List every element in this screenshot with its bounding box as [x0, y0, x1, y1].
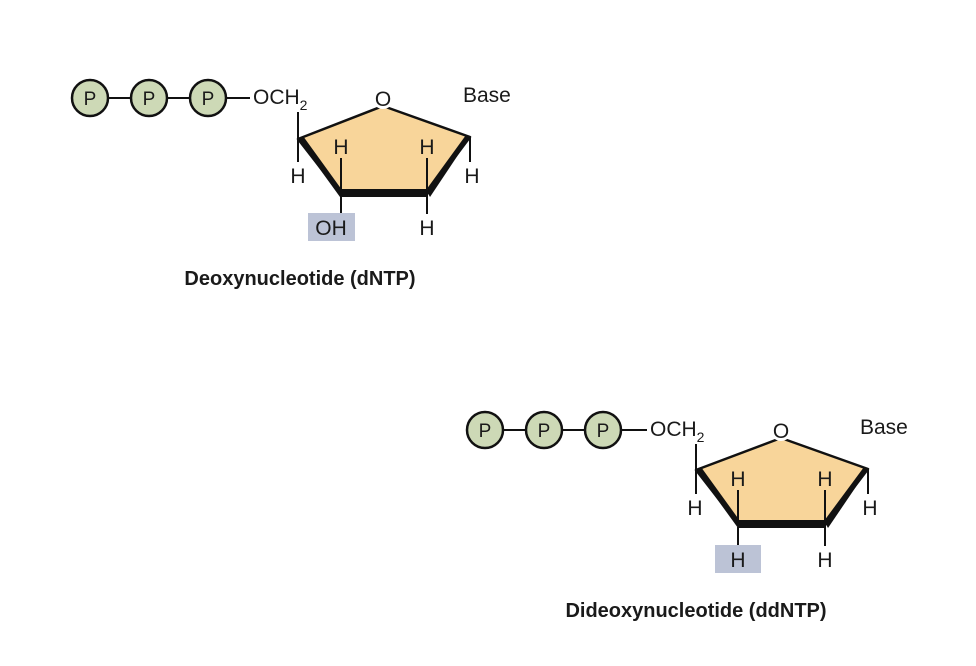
dntp-molecule: P P P OCH2 O Base H H H: [70, 78, 511, 290]
ddntp-phosphate-3-label: P: [597, 421, 610, 442]
dntp-c4-h: H: [290, 165, 305, 188]
dntp-phosphate-3-label: P: [202, 89, 215, 110]
ddntp-c4-h: H: [687, 497, 702, 520]
dntp-caption: Deoxynucleotide (dNTP): [184, 268, 415, 290]
dntp-c3-up-h: H: [333, 136, 348, 159]
dntp-phosphate-2: P: [129, 78, 169, 118]
dntp-oh-highlight: [308, 213, 355, 241]
ddntp-phosphate-1: P: [465, 410, 505, 450]
ddntp-sugar-ring: [694, 436, 870, 526]
ddntp-phosphate-2-label: P: [538, 421, 551, 442]
dntp-c1-h: H: [464, 165, 479, 188]
dntp-linker-label: OCH2: [253, 86, 308, 113]
ddntp-phosphate-1-label: P: [479, 421, 492, 442]
ddntp-molecule: P P P OCH2 O Base H H H H: [465, 410, 908, 622]
dntp-c2-down-h: H: [419, 217, 434, 240]
dntp-c2-up-h: H: [419, 136, 434, 159]
dntp-ring-oxygen: O: [375, 88, 391, 111]
ddntp-phosphate-3: P: [583, 410, 623, 450]
ddntp-ring-bold-left: [696, 467, 740, 528]
dntp-ring-oxygen-bg: [372, 87, 394, 109]
dntp-c3-oh: OH: [315, 217, 347, 240]
dntp-sugar-ring: [296, 104, 472, 195]
ddntp-ring-oxygen-bg: [770, 419, 792, 441]
dntp-phosphate-3: P: [188, 78, 228, 118]
ddntp-base-label: Base: [860, 416, 908, 439]
dntp-ring-bold-left: [298, 136, 342, 197]
ddntp-caption: Dideoxynucleotide (ddNTP): [565, 600, 826, 622]
ddntp-phosphate-2: P: [524, 410, 564, 450]
ddntp-c1-h: H: [862, 497, 877, 520]
ddntp-ring-oxygen: O: [773, 420, 789, 443]
ddntp-c3-up-h: H: [730, 468, 745, 491]
ddntp-c2-down-h: H: [817, 549, 832, 572]
ddntp-h-highlight: [715, 545, 761, 573]
dntp-phosphate-1-label: P: [84, 89, 97, 110]
dntp-base-label: Base: [463, 84, 511, 107]
ddntp-c3-down-h: H: [730, 549, 745, 572]
ddntp-c2-up-h: H: [817, 468, 832, 491]
dntp-phosphate-2-label: P: [143, 89, 156, 110]
ddntp-linker-label: OCH2: [650, 418, 705, 445]
dntp-ring-bold-right: [426, 135, 470, 197]
ddntp-ring-bold-right: [824, 467, 868, 528]
dntp-phosphate-1: P: [70, 78, 110, 118]
